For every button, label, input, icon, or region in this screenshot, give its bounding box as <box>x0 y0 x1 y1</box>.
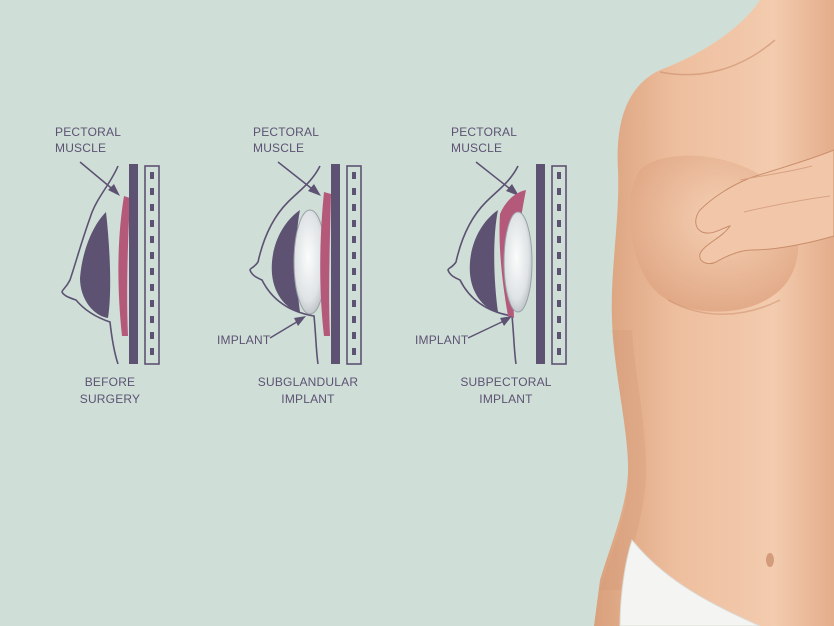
hand <box>695 149 834 265</box>
pectoral-arrow <box>277 161 321 196</box>
caption-line1: SUBGLANDULAR <box>258 375 359 389</box>
rib-bar <box>331 164 340 364</box>
pectoral-arrow <box>79 161 120 196</box>
pectoral-muscle-label: PECTORAL MUSCLE <box>55 125 121 155</box>
rib-bar <box>536 164 545 364</box>
navel <box>766 553 774 567</box>
pectoral-muscle-label: PECTORAL MUSCLE <box>451 125 517 155</box>
implant-label: IMPLANT <box>415 333 469 347</box>
pectoral-muscle <box>118 196 130 336</box>
rib-bar <box>129 164 138 364</box>
caption-line1: BEFORE <box>85 375 136 389</box>
glandular-tissue <box>80 212 111 318</box>
under-breast-crease <box>667 299 781 315</box>
pectoral-label-line2: MUSCLE <box>451 141 502 155</box>
pectoral-label-line1: PECTORAL <box>451 125 517 139</box>
woman-torso-illustration <box>594 0 834 626</box>
panel-subglandular-implant: PECTORAL MUSCLE IMPLANT SUBGLANDULAR IMP… <box>217 125 362 406</box>
pectoral-muscle <box>320 192 331 336</box>
caption-line2: IMPLANT <box>281 392 335 406</box>
glandular-tissue <box>469 210 498 312</box>
torso-body <box>594 0 834 626</box>
implant <box>503 211 533 313</box>
breast-profile-outline <box>249 165 321 365</box>
pectoral-muscle-label: PECTORAL MUSCLE <box>253 125 319 155</box>
pectoral-label-line1: PECTORAL <box>55 125 121 139</box>
implant-arrow <box>269 316 306 339</box>
hand-crease <box>739 165 831 213</box>
glandular-tissue <box>271 210 300 312</box>
caption-line2: SURGERY <box>80 392 141 406</box>
implant-label: IMPLANT <box>217 333 271 347</box>
chest-wall <box>551 165 567 365</box>
pectoral-label-line2: MUSCLE <box>55 141 106 155</box>
panel-before-surgery: PECTORAL MUSCLE BEFORE SURGERY <box>55 125 160 406</box>
caption-line1: SUBPECTORAL <box>460 375 551 389</box>
pectoral-arrow <box>475 161 519 196</box>
shoulder-line <box>659 39 776 76</box>
caption-line2: IMPLANT <box>479 392 533 406</box>
pectoral-label-line1: PECTORAL <box>253 125 319 139</box>
chest-wall <box>346 165 362 365</box>
panel-subpectoral-implant: PECTORAL MUSCLE IMPLANT SUBPECTORAL IMPL… <box>415 125 567 406</box>
breast-profile-outline <box>61 165 119 365</box>
implant-arrow <box>467 316 512 339</box>
chest-wall <box>144 165 160 365</box>
pectoral-label-line2: MUSCLE <box>253 141 304 155</box>
waist-shadow <box>600 330 646 590</box>
